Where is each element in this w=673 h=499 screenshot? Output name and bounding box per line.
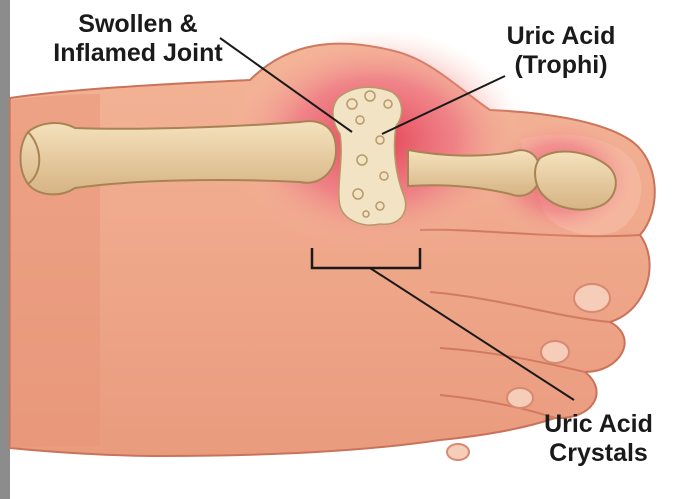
toenail-3: [541, 341, 569, 363]
label-uric-acid-trophi: Uric Acid (Trophi): [486, 22, 636, 80]
label-uric-acid-crystals: Uric Acid Crystals: [526, 410, 671, 468]
toenail-2: [574, 284, 610, 312]
toenail-4: [507, 388, 533, 408]
label-trophi-line2: (Trophi): [486, 51, 636, 80]
tophi-deposit: [333, 87, 406, 225]
label-crystals-line1: Uric Acid: [526, 410, 671, 439]
label-swollen-line1: Swollen &: [18, 10, 258, 39]
label-crystals-line2: Crystals: [526, 439, 671, 468]
label-swollen-inflamed-joint: Swollen & Inflamed Joint: [18, 10, 258, 68]
frame-edge: [0, 0, 10, 499]
toenail-5: [447, 444, 469, 460]
label-trophi-line1: Uric Acid: [486, 22, 636, 51]
label-swollen-line2: Inflamed Joint: [18, 39, 258, 68]
